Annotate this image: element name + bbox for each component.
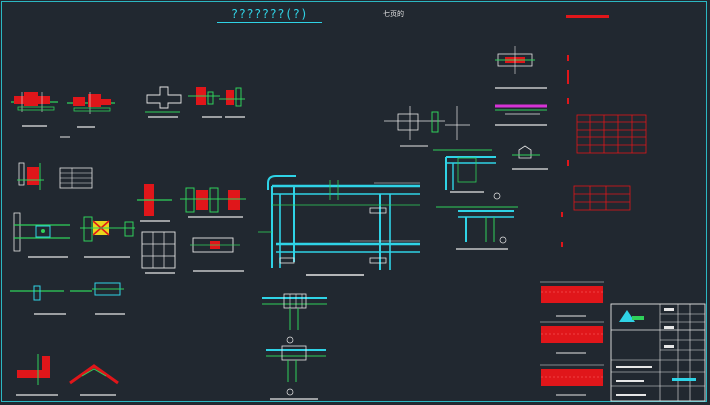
red-section-3 (540, 364, 604, 396)
detail-column-section (137, 184, 176, 274)
detail-right-beam-2 (436, 206, 518, 250)
detail-top-mid-2 (188, 87, 245, 118)
section-lower-center (262, 293, 327, 400)
detail-lower-left (10, 282, 125, 315)
frame-plan (267, 175, 420, 276)
detail-upper-right-1 (384, 106, 470, 147)
detail-left-beam (13, 212, 70, 258)
detail-left-brace (80, 216, 135, 258)
detail-joint-mid (180, 187, 246, 272)
top-red-bar (566, 15, 609, 18)
sheet-title: ???????(?) (217, 6, 322, 23)
detail-bottom-left (16, 354, 119, 396)
detail-top-mid-1 (145, 86, 182, 118)
red-notes-column (561, 55, 569, 247)
red-section-1 (540, 281, 604, 317)
red-table-1 (576, 114, 647, 154)
frame-plan-members (258, 180, 420, 264)
detail-left-column (17, 162, 93, 190)
detail-top-left-2 (60, 92, 115, 138)
detail-upper-right-2 (495, 46, 548, 170)
red-section-2 (540, 321, 604, 354)
sheet-subtitle: 七页的 (383, 10, 404, 18)
red-table-2 (573, 185, 631, 211)
title-block (610, 303, 706, 402)
detail-top-left-1 (11, 92, 58, 127)
detail-right-beam-1 (433, 149, 501, 200)
